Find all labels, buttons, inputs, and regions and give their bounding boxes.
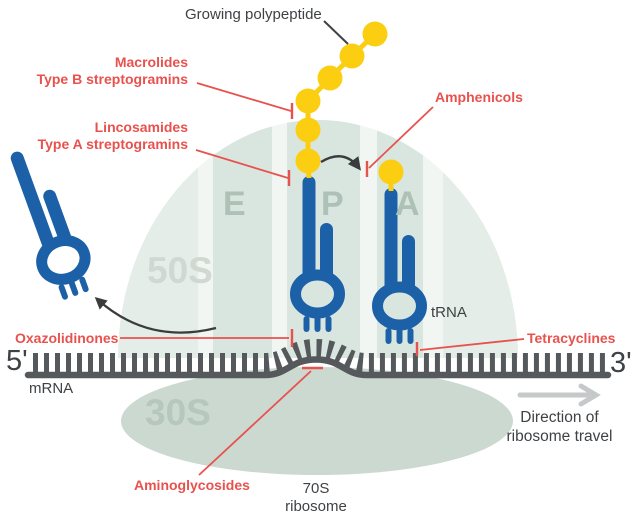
antibiotic-leader-lines [120, 82, 525, 476]
growing-polypeptide-label: Growing polypeptide [185, 6, 322, 23]
site-divider-stripe [360, 120, 377, 358]
amino-acid-bead [295, 148, 321, 174]
five-prime-label: 5' [6, 345, 28, 377]
direction-label: Direction of ribosome travel [497, 408, 622, 446]
small-subunit-label: 30S [145, 392, 211, 433]
amino-acid-bead [317, 65, 343, 91]
site-divider-stripe [423, 120, 443, 358]
tetracyclines-label: Tetracyclines [527, 330, 616, 346]
direction-line2: ribosome travel [506, 428, 613, 445]
lincosamides-leader [195, 149, 289, 179]
macrolides-leader [196, 82, 292, 112]
ribosome-70s-label: 70S ribosome [261, 480, 371, 516]
site-columns [198, 120, 443, 358]
ribosome-70s-line1: 70S [302, 480, 330, 497]
lincosamides-label: Lincosamides Type A streptogramins [38, 119, 188, 152]
a-site-amino-acid-bead [378, 159, 404, 185]
oxazolidinones-label: Oxazolidinones [15, 330, 119, 346]
amino-acid-bead [339, 43, 365, 69]
direction-arrow-icon [517, 383, 601, 407]
amino-acid-bead [362, 21, 388, 47]
macrolides-line1: Macrolides [114, 54, 188, 70]
amino-acid-bead [295, 88, 321, 114]
site-divider-stripe [272, 120, 287, 358]
mrna-backbone [24, 356, 612, 379]
e-site-band [213, 120, 272, 358]
growing-polypeptide-leader-line [323, 20, 349, 45]
ribosome-70s-line2: ribosome [285, 498, 347, 515]
small-subunit-30s-ellipse [121, 367, 513, 475]
site-divider-stripe [198, 120, 213, 358]
peptide-transfer-arrow-icon [320, 155, 361, 171]
macrolides-label: Macrolides Type B streptogramins [37, 54, 188, 87]
polypeptide-chain [295, 21, 404, 191]
mrna-bases-ticks [33, 338, 606, 372]
amphenicols-label: Amphenicols [435, 89, 523, 105]
macrolides-line2: Type B streptogramins [36, 70, 188, 87]
exiting-trna [2, 142, 97, 304]
direction-line1: Direction of [520, 409, 599, 426]
mrna-label: mRNA [29, 380, 74, 397]
three-prime-label: 3' [610, 347, 632, 379]
amino-acid-bead [295, 117, 321, 143]
a-site-letter: A [395, 185, 420, 223]
trna-exit-arrow-icon [94, 296, 217, 334]
tetracyclines-leader [419, 338, 525, 351]
e-site-letter: E [223, 185, 246, 223]
large-subunit-label: 50S [147, 250, 213, 291]
p-site-letter: P [321, 185, 344, 223]
aminoglycosides-leader [198, 370, 312, 476]
lincosamides-line1: Lincosamides [94, 119, 188, 135]
lincosamides-line2: Type A streptogramins [37, 135, 188, 152]
amphenicols-leader [368, 106, 434, 169]
trna-label: tRNA [431, 304, 467, 321]
aminoglycosides-label: Aminoglycosides [134, 477, 250, 493]
